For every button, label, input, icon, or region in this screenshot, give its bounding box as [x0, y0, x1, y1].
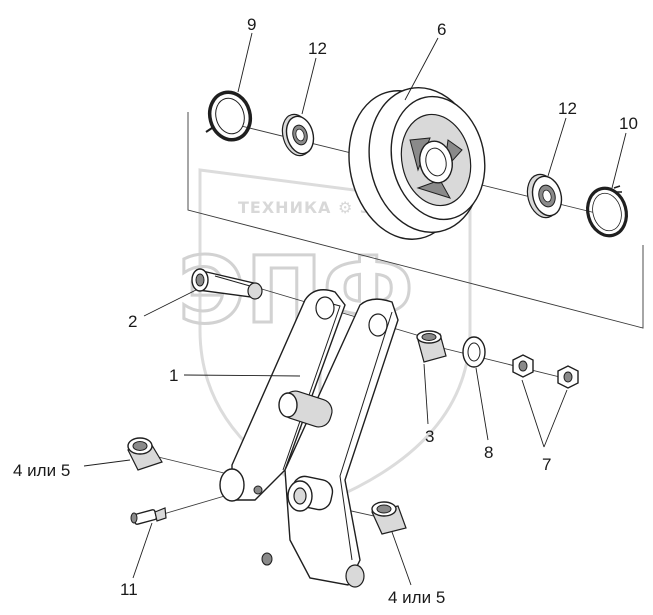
callout-9: 9 [247, 15, 256, 34]
leader-4-5-right [391, 531, 412, 586]
nut-7-second [557, 365, 579, 389]
snap-ring-10 [586, 185, 628, 238]
callout-4-5-left: 4 или 5 [13, 461, 70, 480]
leader-9 [237, 32, 253, 93]
bearing-12-left [281, 113, 315, 157]
bushing-4-5-left [127, 437, 163, 471]
callout-12-right: 12 [558, 99, 577, 118]
washer-8 [462, 336, 486, 368]
callout-3: 3 [425, 427, 434, 446]
callout-4-5-right: 4 или 5 [388, 588, 445, 607]
callout-1: 1 [169, 366, 178, 385]
callout-7: 7 [542, 455, 551, 474]
bushing-4-5-right [371, 501, 407, 535]
leader-12-left [301, 57, 317, 115]
leader-8 [475, 367, 489, 441]
grease-nipple-11 [130, 507, 167, 525]
leader-4-5-left [83, 459, 131, 467]
leader-6 [404, 37, 439, 101]
callout-8: 8 [484, 443, 493, 462]
leader-3 [423, 363, 429, 425]
callout-12-left: 12 [308, 39, 327, 58]
callout-labels: 9 12 6 12 10 2 1 3 8 7 4 или 5 4 или 5 1… [13, 15, 638, 607]
retaining-ring-9 [205, 90, 253, 142]
leader-1 [183, 374, 301, 377]
leader-11 [132, 522, 153, 579]
callout-2: 2 [128, 312, 137, 331]
leader-10 [611, 132, 627, 189]
callout-11: 11 [120, 580, 138, 599]
leader-12-right [547, 117, 567, 177]
bearing-12-right [526, 173, 563, 219]
arm-bracket-1 [219, 289, 399, 588]
pulley-6 [348, 86, 486, 240]
leader-2 [143, 289, 197, 317]
axle-2 [191, 268, 263, 300]
callout-10: 10 [619, 114, 638, 133]
leader-7 [521, 379, 568, 448]
callout-6: 6 [437, 20, 446, 39]
bushing-3 [416, 330, 447, 363]
leader-lines [83, 32, 627, 586]
nut-7-first [512, 354, 534, 378]
